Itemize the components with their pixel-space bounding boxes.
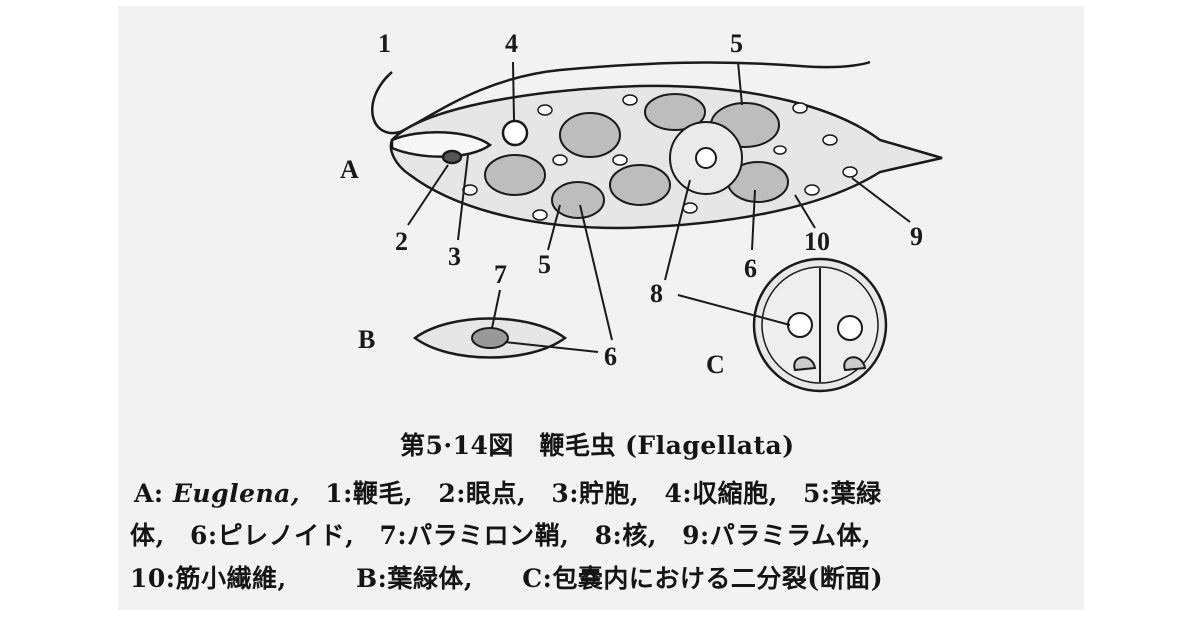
panel-label-a: A — [340, 155, 359, 184]
legend-9: 9:パラミラム体, — [682, 521, 872, 550]
legend-2: 2:眼点, — [438, 479, 527, 508]
legend-a: A: Euglena, — [134, 479, 301, 508]
label-8: 8 — [650, 279, 663, 308]
label-7: 7 — [494, 260, 507, 289]
legend-10: 10:筋小繊維, — [130, 564, 287, 593]
legend-7: 7:パラミロン鞘, — [379, 521, 570, 550]
label-6-a: 6 — [744, 254, 757, 283]
legend-line-3: 10:筋小繊維, B:葉緑体, C:包嚢内における二分裂(断面) — [130, 559, 899, 595]
label-5-bottom: 5 — [538, 250, 551, 279]
legend-1: 1:鞭毛, — [325, 479, 414, 508]
legend-4: 4:収縮胞, — [664, 479, 778, 508]
panel-label-c: C — [706, 350, 725, 379]
legend-8: 8:核, — [594, 521, 657, 550]
label-5-top: 5 — [730, 29, 743, 58]
legend-line-1: A: Euglena, 1:鞭毛, 2:眼点, 3:貯胞, 4:収縮胞, 5:葉… — [134, 474, 898, 510]
legend-6: 6:ピレノイド, — [189, 521, 355, 550]
label-10: 10 — [804, 227, 830, 256]
label-2: 2 — [395, 227, 408, 256]
legend-line-2: 体, 6:ピレノイド, 7:パラミロン鞘, 8:核, 9:パラミラム体, — [130, 516, 887, 552]
figure-caption-title: 第5·14図 鞭毛虫 (Flagellata) — [400, 431, 795, 460]
legend-c: C:包嚢内における二分裂(断面) — [522, 564, 884, 593]
label-3: 3 — [448, 242, 461, 271]
contractile-vacuole — [501, 119, 529, 147]
label-6-b: 6 — [604, 342, 617, 371]
legend-5-start: 5:葉緑 — [803, 479, 882, 508]
label-9: 9 — [910, 222, 923, 251]
legend-5-end: 体, — [130, 521, 165, 550]
eyespot — [441, 149, 463, 165]
label-4: 4 — [505, 29, 518, 58]
panel-label-b: B — [358, 325, 375, 354]
legend-3: 3:貯胞, — [551, 479, 640, 508]
label-1: 1 — [378, 29, 391, 58]
flagellum — [371, 60, 871, 135]
legend-b: B:葉緑体, — [355, 564, 474, 593]
reservoir — [390, 130, 493, 158]
